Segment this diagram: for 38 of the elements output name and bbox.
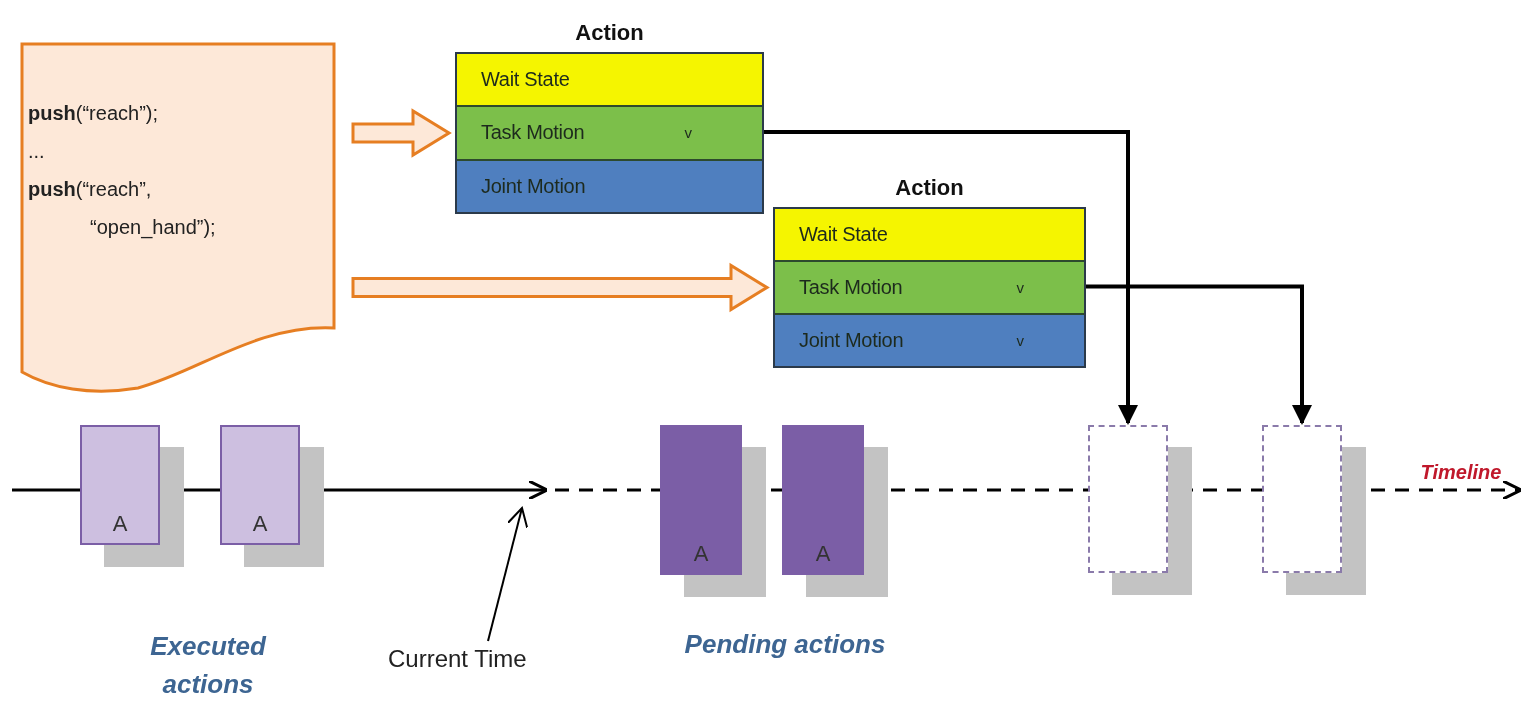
action-block xyxy=(80,425,160,545)
block-letter: A xyxy=(815,541,831,567)
code-line: ... xyxy=(28,139,46,164)
time-marker-label: Current Time xyxy=(388,645,527,673)
caption-text: Executed actions xyxy=(149,630,268,701)
check-mark: v xyxy=(1016,279,1024,296)
block-arrow xyxy=(351,262,770,313)
code-line: push(“reach”, “open_hand”); xyxy=(28,177,217,241)
leader-line xyxy=(487,507,529,642)
row-label: Joint Motion xyxy=(481,174,586,198)
row-label: Task Motion xyxy=(481,121,585,145)
placeholder-box xyxy=(1088,425,1168,573)
check-mark: v xyxy=(1016,332,1024,349)
action-block xyxy=(220,425,300,545)
table-row xyxy=(457,105,762,159)
table-row xyxy=(775,209,1084,260)
check-mark: v xyxy=(684,124,692,142)
placeholder-box xyxy=(1262,425,1342,573)
action-block xyxy=(660,425,742,575)
action-block xyxy=(782,425,864,575)
row-label: Joint Motion xyxy=(799,329,904,352)
caption-text: Timeline xyxy=(1419,460,1503,485)
row-label: Wait State xyxy=(799,223,888,246)
row-label: Wait State xyxy=(481,68,570,92)
block-letter: A xyxy=(693,541,709,567)
block-arrow xyxy=(351,108,452,158)
table-heading: Action xyxy=(575,20,644,46)
table-row xyxy=(457,54,762,106)
row-label: Task Motion xyxy=(799,276,903,299)
table-row xyxy=(775,260,1084,313)
block-letter: A xyxy=(252,511,268,537)
table-row xyxy=(457,158,762,212)
code-line: push(“reach”); xyxy=(28,101,159,126)
table-row xyxy=(775,313,1084,366)
document-shape xyxy=(20,42,338,394)
table-heading: Action xyxy=(895,175,964,201)
caption-text: Pending actions xyxy=(683,628,887,661)
block-letter: A xyxy=(112,511,128,537)
